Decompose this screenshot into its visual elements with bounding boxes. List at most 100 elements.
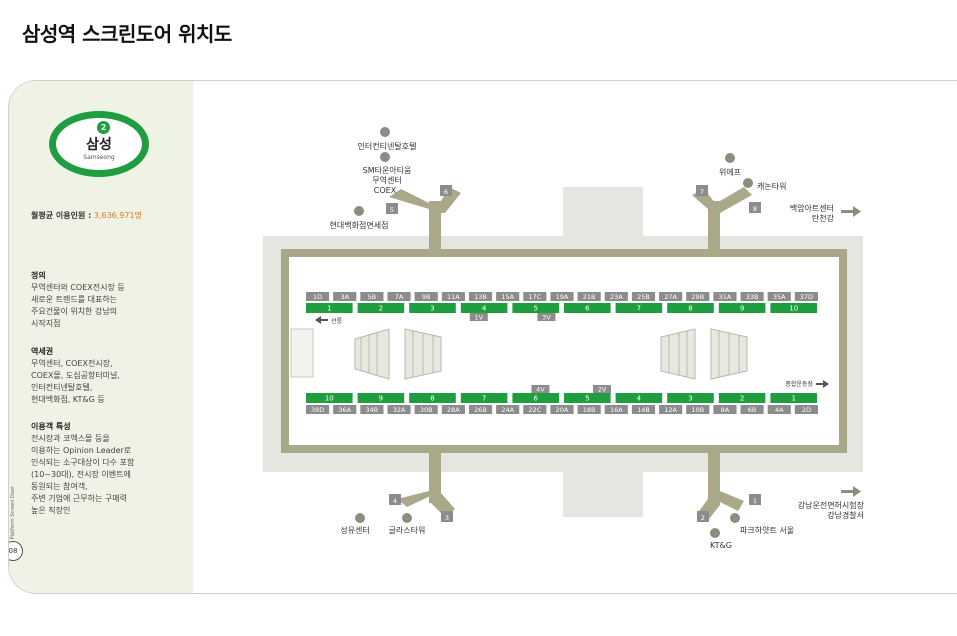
door-code-box [496, 405, 520, 414]
door-code: 23A [610, 293, 623, 301]
sub-code: 1V [475, 313, 484, 321]
stairs-icons [290, 328, 748, 380]
car-number-box [615, 303, 663, 313]
door-code-box [767, 405, 791, 414]
door-code: 20A [556, 406, 569, 414]
direction-left: 선릉 [315, 316, 343, 325]
section-heading: 정의 [31, 271, 46, 280]
door-code: 3A [340, 293, 349, 301]
door-code-box [767, 292, 791, 301]
door-code-box [740, 405, 764, 414]
map-frame: 2 삼성 Samseong 월평균 이용인원 : 3,636,971명 정의 무… [8, 80, 957, 594]
landmark-coex: COEX [374, 186, 397, 195]
station-map: 6 5 7 8 4 3 1 2 [263, 127, 865, 550]
car-number: 4 [637, 394, 642, 402]
door-code: 15A [501, 293, 514, 301]
door-code-box [441, 292, 465, 301]
car-number-box [718, 303, 766, 313]
door-code: 35A [773, 293, 786, 301]
monthly-value: 3,636,971명 [93, 211, 142, 220]
car-number: 6 [585, 304, 590, 312]
landmark-seongyu: 성유센터 [340, 525, 369, 535]
direction-seolleung: 선릉 [331, 317, 343, 325]
car-number: 4 [482, 304, 487, 312]
landmark-trade-center: 무역센터 [372, 175, 401, 185]
section-line: 높은 직장인 [31, 506, 71, 515]
car-number-box [512, 393, 559, 403]
door-code-box [686, 292, 710, 301]
monthly-label: 월평균 이용인원 : [31, 211, 92, 220]
door-code-box [523, 292, 547, 301]
car-number: 10 [789, 304, 798, 312]
door-code-box [604, 405, 628, 414]
door-code-box [523, 405, 547, 414]
landmark-sm-town: SM타운아티움 [363, 165, 412, 175]
car-number: 3 [430, 304, 434, 312]
car-number-box [718, 393, 766, 403]
door-code-box [333, 405, 357, 414]
direction-sports-complex: 종합운동장 [785, 380, 813, 388]
car-number-box [615, 393, 663, 403]
door-code: 38D [311, 406, 324, 414]
door-code: 5B [368, 293, 377, 301]
landmark-park-hyatt: 파크하얏트 서울 [740, 525, 794, 535]
exit-5-label: 5 [390, 206, 394, 214]
door-code-box [740, 292, 764, 301]
door-code-box [577, 292, 601, 301]
car-number: 7 [482, 394, 486, 402]
section-line: 전시장과 코엑스몰 등을 [31, 434, 110, 443]
car-number-box [667, 303, 714, 313]
car-number-box [512, 303, 559, 313]
door-code-box [306, 405, 330, 414]
landmark-gangnam-police: 강남경찰서 [827, 510, 864, 520]
door-code: 32A [393, 406, 406, 414]
door-code-box [496, 292, 520, 301]
car-number: 5 [533, 304, 537, 312]
door-code: 34B [366, 406, 379, 414]
door-code-box [713, 292, 737, 301]
door-code-box [550, 292, 574, 301]
car-number-box [357, 303, 405, 313]
car-number: 3 [688, 394, 692, 402]
door-code: 16A [610, 406, 623, 414]
sub-code: 3V [542, 313, 551, 321]
door-code-box [414, 292, 438, 301]
exit-8-label: 8 [753, 205, 757, 213]
exit-7-label: 7 [700, 188, 704, 196]
car-number: 2 [740, 394, 744, 402]
car-number-box [770, 303, 817, 313]
door-code: 33B [746, 293, 759, 301]
door-code: 8A [721, 406, 730, 414]
door-code-box [631, 292, 656, 301]
car-number: 10 [325, 394, 334, 402]
car-number-box [357, 393, 405, 403]
landmark-wework: 위에프 [719, 168, 741, 177]
door-code: 25B [637, 293, 650, 301]
door-code: 10B [691, 406, 704, 414]
door-code-box [468, 405, 493, 414]
section-heading: 이용객 특성 [31, 422, 71, 431]
car-number: 5 [585, 394, 589, 402]
car-number: 2 [379, 304, 383, 312]
door-code-box [659, 405, 683, 414]
arrow-right-icon [841, 206, 861, 217]
door-code: 19A [556, 293, 569, 301]
door-code: 9B [422, 293, 431, 301]
car-number-box [409, 303, 456, 313]
line-number-badge: 2 [97, 121, 110, 134]
door-code-box [468, 292, 493, 301]
door-code: 13B [474, 293, 487, 301]
car-number: 9 [740, 304, 744, 312]
door-code: 6B [748, 406, 757, 414]
door-code: 36A [338, 406, 351, 414]
car-number-box [306, 393, 353, 403]
door-code: 18B [583, 406, 596, 414]
station-badge: 2 삼성 Samseong [49, 111, 149, 177]
direction-right: 종합운동장 [785, 380, 829, 388]
door-code: 26B [474, 406, 487, 414]
